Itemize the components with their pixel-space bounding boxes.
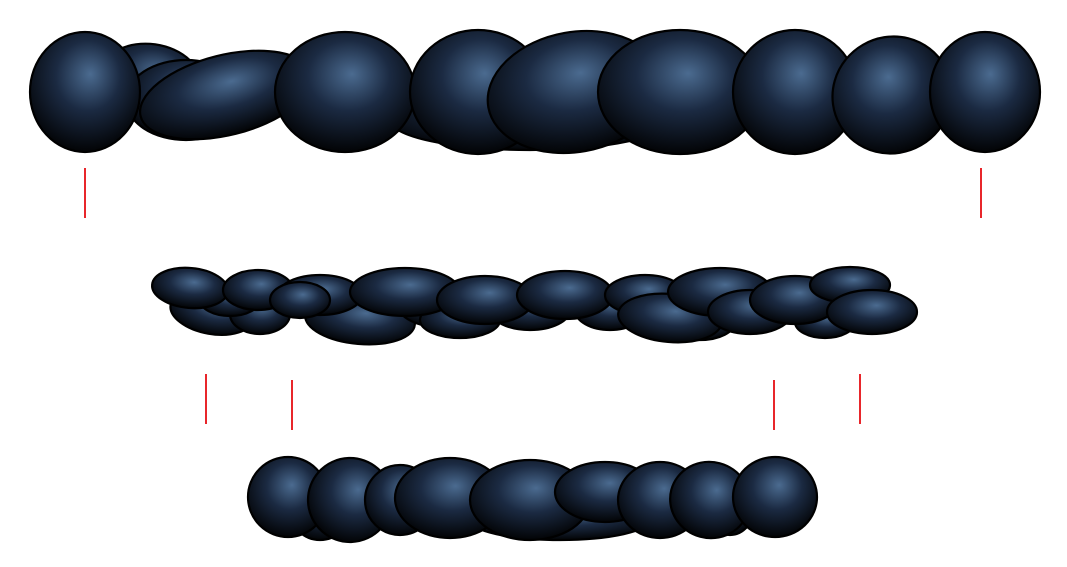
marker-group-lower [205, 374, 861, 430]
strand-bottom [246, 455, 819, 544]
bead [515, 269, 615, 321]
marker-group-top [84, 168, 982, 218]
bead [928, 30, 1042, 154]
strand-middle [151, 265, 919, 346]
bead [151, 266, 229, 310]
bead [268, 280, 332, 320]
bead [28, 30, 142, 154]
bead [731, 455, 819, 539]
strand-top [28, 28, 1042, 156]
bead [273, 30, 417, 154]
bead [825, 288, 919, 336]
